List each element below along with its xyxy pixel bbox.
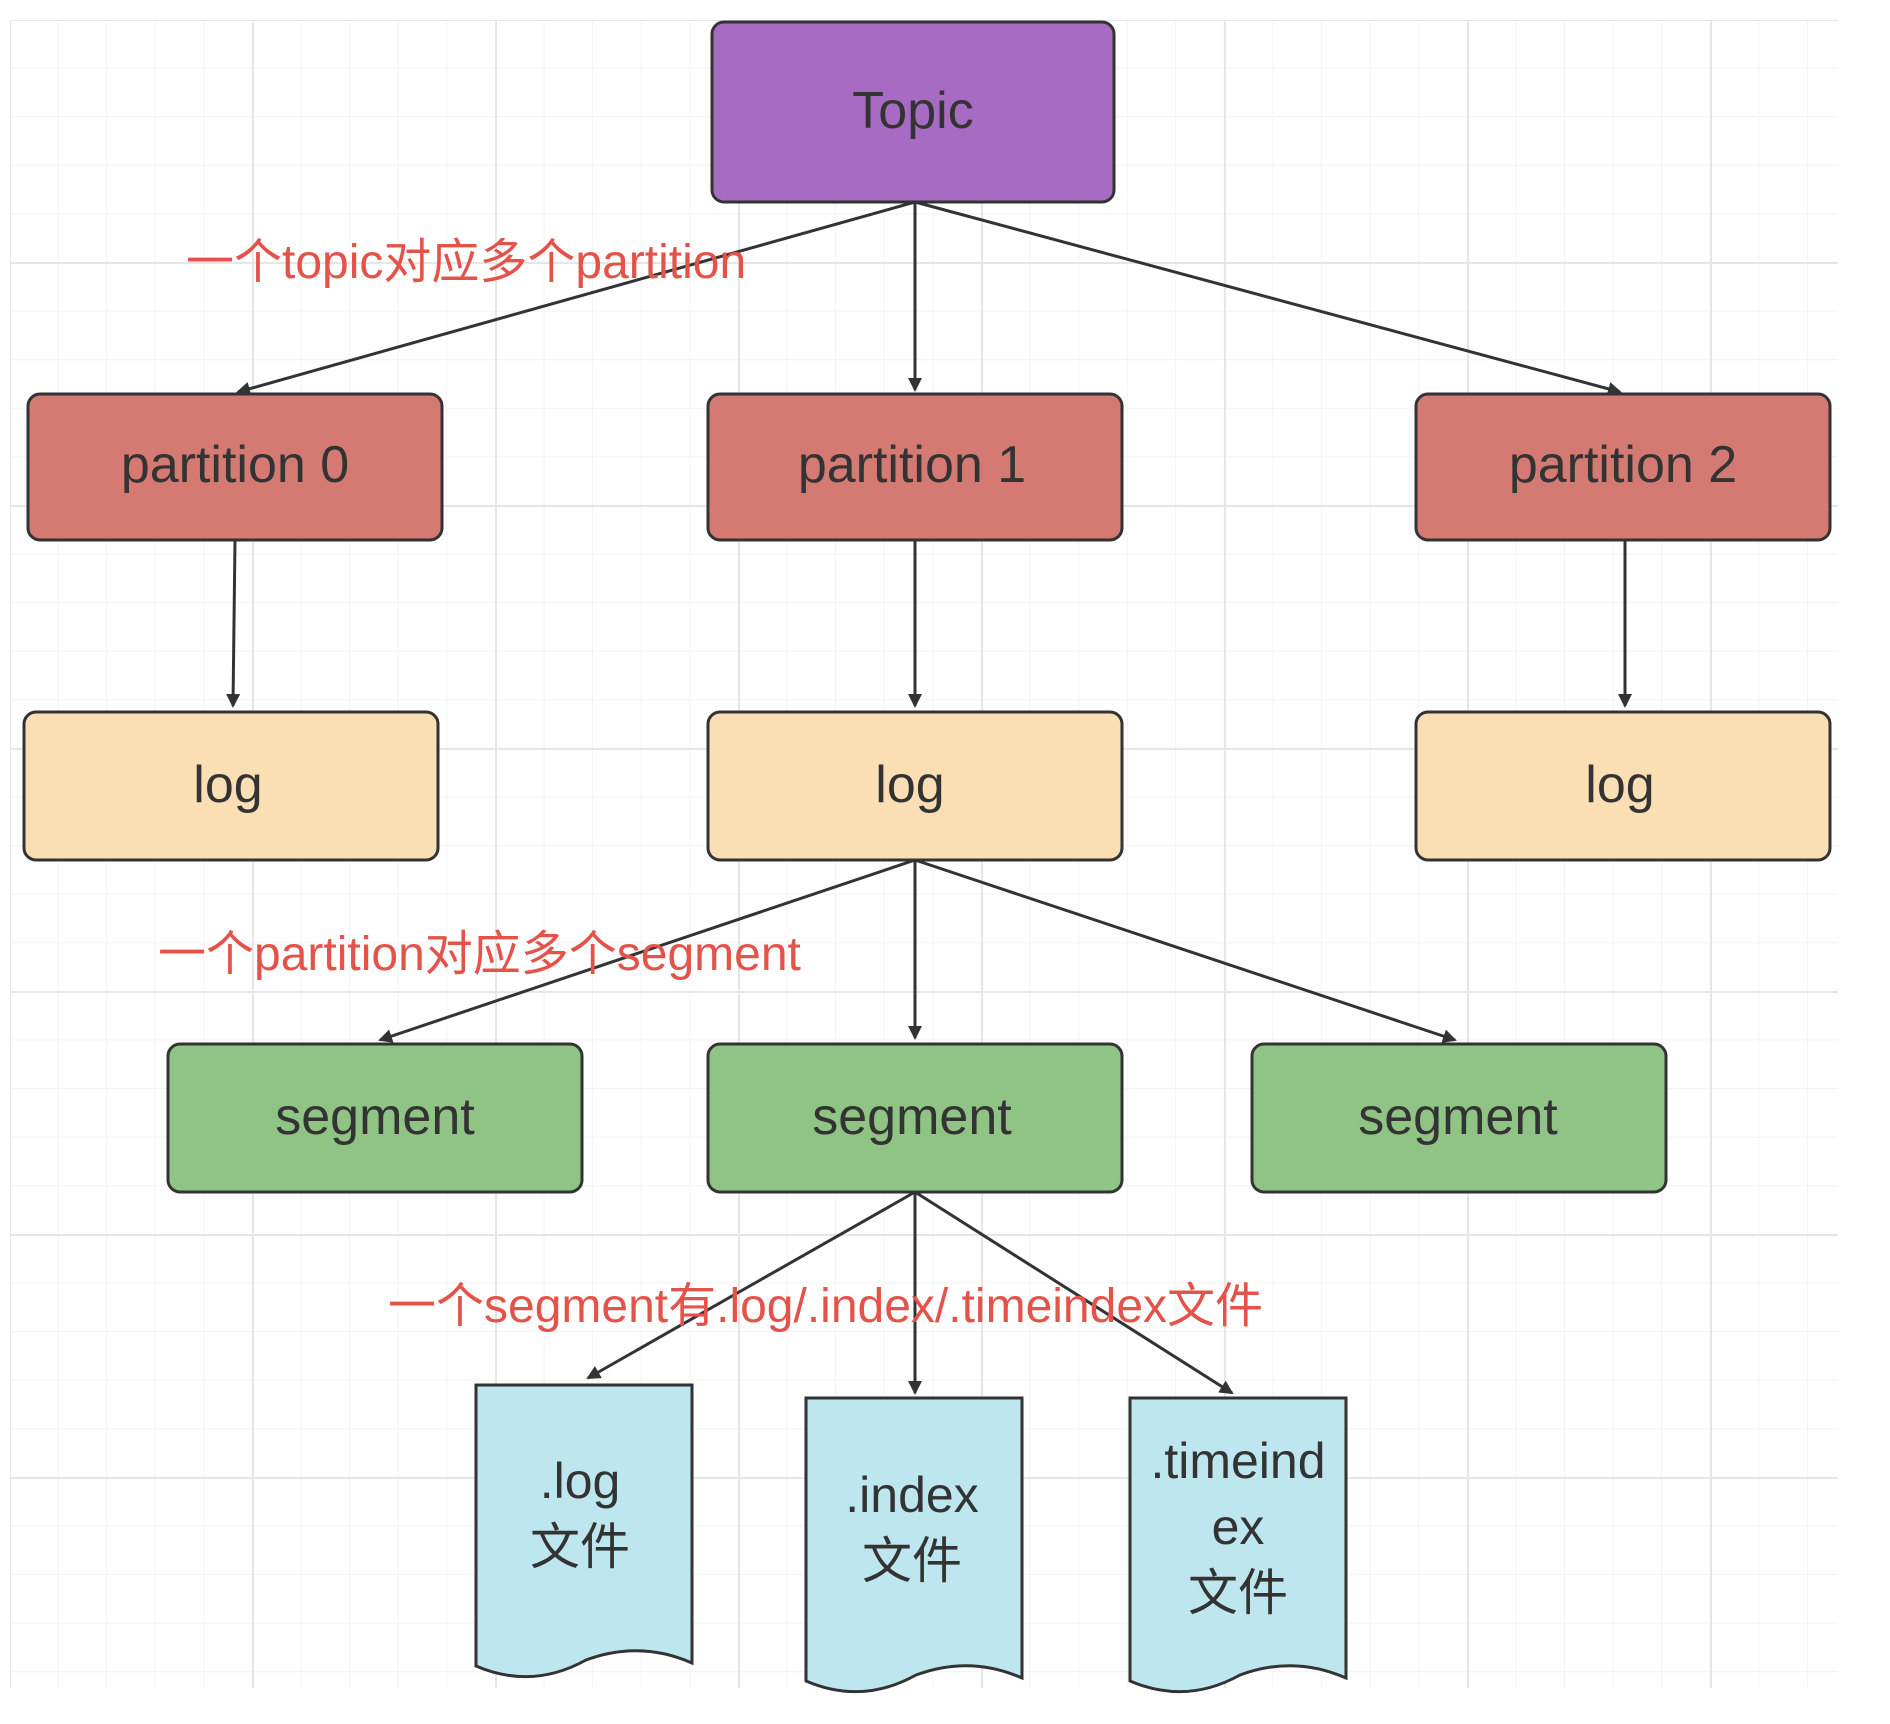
segment-node-0: segment xyxy=(166,1042,584,1194)
edges-segment-files xyxy=(586,1190,1234,1395)
segment-node-1: segment xyxy=(706,1042,1124,1194)
edge-topic-partition-2 xyxy=(914,200,1622,396)
segment-label: segment xyxy=(1358,1088,1558,1146)
log-node-2: log xyxy=(1414,710,1832,862)
edge-log-segment-2 xyxy=(914,858,1457,1043)
segment-label: segment xyxy=(812,1088,1012,1146)
file-node-timeindex: .timeind ex 文件 xyxy=(1128,1396,1348,1694)
topic-label: Topic xyxy=(852,82,973,140)
segment-box xyxy=(166,1042,584,1194)
annotation-partition-segment: 一个partition对应多个segment xyxy=(158,928,801,981)
edge-segment-file-timeindex xyxy=(914,1190,1234,1395)
file-node-index: .index 文件 xyxy=(804,1396,1024,1694)
file-label-line-2: 文件 xyxy=(530,1519,630,1575)
edge-partition-0-log xyxy=(226,539,241,708)
document-shape xyxy=(1128,1396,1348,1694)
edge-topic-partition-0 xyxy=(236,200,916,396)
log-box xyxy=(706,710,1124,862)
log-node-0: log xyxy=(22,710,440,862)
partition-box xyxy=(706,392,1124,542)
log-label: log xyxy=(193,756,262,814)
file-label-line-2: ex xyxy=(1212,1499,1265,1555)
partition-label: partition 2 xyxy=(1509,436,1737,494)
edges-partition-logs xyxy=(226,539,1632,708)
partition-label: partition 0 xyxy=(121,436,349,494)
file-label-line-2: 文件 xyxy=(862,1533,962,1589)
segment-label: segment xyxy=(275,1088,475,1146)
edge-log-segment-0 xyxy=(378,858,916,1043)
log-box xyxy=(1414,710,1832,862)
file-node-log: .log 文件 xyxy=(474,1383,694,1679)
file-label-line-3: 文件 xyxy=(1188,1565,1288,1621)
segment-box xyxy=(706,1042,1124,1194)
document-shape xyxy=(474,1383,694,1679)
partition-box xyxy=(26,392,444,542)
log-label: log xyxy=(1585,756,1654,814)
segment-box xyxy=(1250,1042,1668,1194)
partition-node-1: partition 1 xyxy=(706,392,1124,542)
file-label-line-1: .log xyxy=(540,1453,621,1509)
document-shape xyxy=(804,1396,1024,1694)
partition-node-0: partition 0 xyxy=(26,392,444,542)
annotation-topic-partition: 一个topic对应多个partition xyxy=(186,236,746,289)
topic-node: Topic xyxy=(710,20,1116,204)
edge-segment-file-log xyxy=(586,1190,916,1380)
file-label-line-1: .index xyxy=(845,1467,978,1523)
edges-log-segments xyxy=(378,858,1457,1043)
edges-topic-partitions xyxy=(236,200,1622,396)
segment-node-2: segment xyxy=(1250,1042,1668,1194)
topic-box xyxy=(710,20,1116,204)
annotation-segment-files: 一个segment有.log/.index/.timeindex文件 xyxy=(388,1280,1263,1333)
log-label: log xyxy=(875,756,944,814)
log-node-1: log xyxy=(706,710,1124,862)
partition-node-2: partition 2 xyxy=(1414,392,1832,542)
log-box xyxy=(22,710,440,862)
file-label-line-1: .timeind xyxy=(1150,1433,1325,1489)
partition-box xyxy=(1414,392,1832,542)
partition-label: partition 1 xyxy=(798,436,1026,494)
